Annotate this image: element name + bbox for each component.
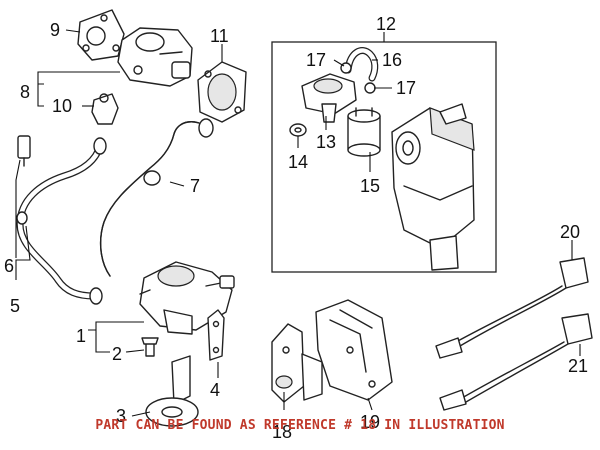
callout-5: 5 — [10, 296, 20, 316]
part-10-connector — [91, 93, 119, 125]
part-16-hose — [344, 47, 379, 82]
callout-10: 10 — [52, 96, 72, 116]
callout-8: 8 — [20, 82, 30, 102]
callout-16: 16 — [382, 50, 402, 70]
part-20-oxygen-sensor — [435, 257, 589, 359]
callout-15: 15 — [360, 176, 380, 196]
part-8-air-valve — [117, 27, 193, 87]
callout-20: 20 — [560, 222, 580, 242]
part-11-flange — [197, 61, 247, 123]
callout-12: 12 — [376, 14, 396, 34]
leader-lines — [15, 29, 581, 417]
part-9-gasket — [77, 9, 125, 61]
callout-1: 1 — [76, 326, 86, 346]
callout-19: 19 — [360, 412, 380, 432]
part-4-strap — [207, 309, 225, 361]
callout-17b: 17 — [396, 78, 416, 98]
reference-banner: PART CAN BE FOUND AS REFERENCE # 18 IN I… — [95, 418, 505, 433]
part-21-oxygen-sensor — [439, 313, 593, 411]
callout-3: 3 — [116, 406, 126, 426]
part-14-grommet — [289, 123, 307, 137]
callout-9: 9 — [50, 20, 60, 40]
part-2-bolt — [141, 337, 159, 357]
callout-14: 14 — [288, 152, 308, 172]
part-7-hose — [99, 118, 214, 277]
callout-4: 4 — [210, 380, 220, 400]
part-15-filter — [347, 107, 381, 157]
callout-13: 13 — [316, 132, 336, 152]
part-19-shield — [315, 299, 393, 401]
callout-labels: 9 8 10 11 12 16 17 17 13 14 15 7 6 5 1 2… — [4, 14, 588, 442]
callout-17a: 17 — [306, 50, 326, 70]
callout-11: 11 — [210, 26, 229, 46]
part-5-6-hose — [16, 135, 107, 305]
callout-18: 18 — [272, 422, 292, 442]
part-12-canister — [391, 103, 475, 271]
callout-6: 6 — [4, 256, 14, 276]
part-17-clips — [340, 62, 376, 94]
part-3-bracket — [145, 355, 199, 427]
callout-2: 2 — [112, 344, 122, 364]
part-1-air-pump — [139, 261, 235, 335]
callout-7: 7 — [190, 176, 200, 196]
part-18-bracket — [271, 323, 323, 403]
callout-21: 21 — [568, 356, 588, 376]
